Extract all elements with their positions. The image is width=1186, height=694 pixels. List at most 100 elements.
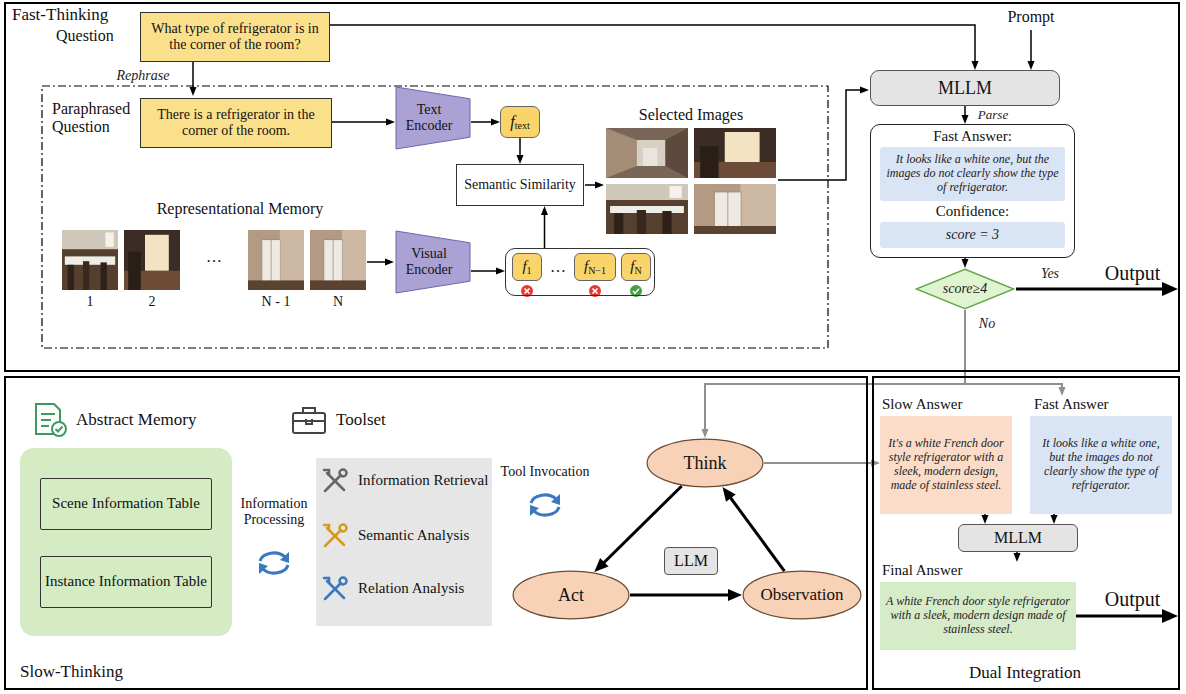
score-box: score = 3 — [880, 222, 1065, 248]
answer-box: Final AnswerA white French door style re… — [880, 562, 1076, 652]
model-box: LLM — [664, 547, 718, 575]
connector-line — [519, 138, 521, 156]
connector-line — [332, 121, 387, 123]
dashed-region — [42, 86, 828, 348]
output-label: Output — [1085, 262, 1180, 285]
tool-name: Semantic Analysis — [358, 527, 490, 544]
feature-box: fN−1 — [574, 253, 616, 281]
box-label: … — [543, 254, 573, 280]
toolset-ground — [316, 458, 492, 626]
tool-name: Information Retrieval — [358, 472, 490, 489]
math-label: ftext — [500, 106, 540, 138]
box-label: Act — [512, 570, 630, 620]
feature-box: fN — [621, 253, 651, 281]
connector-line — [544, 214, 546, 248]
connector — [1051, 514, 1058, 524]
frame-number: N - 1 — [248, 294, 304, 310]
connector-line — [471, 270, 497, 272]
frame-number: N — [310, 294, 366, 310]
output-label: Output — [1085, 588, 1180, 611]
connector — [764, 460, 880, 467]
box-label: Observation — [742, 570, 862, 620]
memory-label: Representational Memory — [100, 200, 380, 218]
connector-line — [964, 106, 966, 116]
question-text: What type of refrigerator is in the corn… — [145, 12, 325, 62]
memory-table: Instance Information Table — [40, 556, 212, 608]
tool-name: Relation Analysis — [358, 580, 490, 597]
react-step: Think — [646, 438, 764, 488]
box-label: Instance Information Table — [44, 556, 208, 608]
process-box: Semantic Similarity — [456, 164, 584, 206]
connector — [190, 62, 197, 96]
stage-panel: Dual Integration Slow AnswerIt's a white … — [872, 376, 1180, 690]
selected-images — [606, 128, 776, 234]
connector — [332, 119, 395, 126]
branch-label: No — [972, 316, 1002, 332]
box-label: score≥4 — [932, 268, 998, 310]
connector-line — [330, 25, 975, 62]
process-label: Information Processing — [232, 496, 316, 528]
subscript-index: N−1 — [588, 265, 606, 277]
variable-symbol: f — [630, 258, 634, 275]
encoder-block: Text Encoder — [395, 86, 471, 150]
box-heading: Fast Answer — [1034, 396, 1164, 413]
answer-text: A white French door style refrigerator w… — [884, 582, 1072, 650]
box-label: MLLM — [958, 524, 1078, 552]
answer-box: Fast AnswerIt looks like a white one, bu… — [1030, 396, 1172, 514]
cycle-icon — [259, 552, 289, 574]
box-heading: Paraphrased Question — [52, 100, 138, 137]
feature-box: f1 — [512, 253, 542, 281]
input-label: Prompt — [996, 8, 1066, 26]
connector — [1014, 552, 1021, 562]
panel-heading: Abstract Memory — [76, 410, 232, 430]
connector — [630, 589, 742, 601]
subscript-index: N — [634, 265, 641, 277]
react-step: Act — [512, 570, 630, 620]
connector — [541, 206, 548, 248]
trapezoid-shape — [396, 87, 470, 149]
memory-table: Scene Information Table — [40, 478, 212, 530]
connector — [330, 25, 979, 70]
question-text: There is a refrigerator in the corner of… — [146, 98, 326, 148]
arrow-head — [723, 487, 736, 502]
answer-text: It's a white French door style refrigera… — [884, 416, 1008, 514]
model-box: MLLM — [958, 524, 1078, 552]
stage-panel: Slow-Thinking Abstract MemoryScene Inform… — [4, 376, 868, 690]
panel-title: Dual Integration — [890, 663, 1160, 683]
connector-line — [192, 62, 194, 88]
box-heading: Slow Answer — [882, 396, 1010, 413]
answer-card: Fast Answer:Confidence:It looks like a w… — [870, 124, 1075, 258]
arrow-head — [962, 259, 969, 268]
panel-heading: Toolset — [336, 410, 486, 430]
image-group-label: Selected Images — [606, 106, 776, 124]
connector — [517, 138, 524, 164]
box-label: MLLM — [870, 70, 1060, 106]
connector — [471, 268, 505, 275]
arrow-head — [517, 155, 524, 164]
panel-title: Slow-Thinking — [20, 662, 200, 682]
tool-icon — [324, 578, 347, 600]
arrow-head — [1051, 515, 1058, 524]
box-label: score = 3 — [880, 222, 1065, 248]
connector — [982, 514, 989, 524]
connector — [723, 487, 785, 571]
process-label: Tool Invocation — [494, 464, 596, 480]
connector-line — [964, 258, 966, 260]
variable-symbol: f — [510, 113, 514, 131]
feature-list: …f1fN−1fN — [505, 248, 655, 296]
frame-number: 1 — [62, 294, 118, 310]
connector-line — [471, 121, 492, 123]
connector — [962, 106, 969, 124]
branch-label: Yes — [1030, 266, 1070, 282]
card-heading: Fast Answer: — [870, 128, 1075, 145]
toolbox-icon — [293, 408, 325, 433]
memory-icon — [36, 404, 66, 436]
trapezoid-shape — [396, 231, 470, 293]
box-label: Think — [646, 438, 764, 488]
connector — [965, 310, 1066, 396]
variable-symbol: f — [522, 258, 526, 275]
box-label: Visual Encoder — [397, 230, 461, 294]
model-box: MLLM — [870, 70, 1060, 106]
box-label: Semantic Similarity — [458, 164, 582, 206]
subscript-index: text — [515, 120, 530, 132]
